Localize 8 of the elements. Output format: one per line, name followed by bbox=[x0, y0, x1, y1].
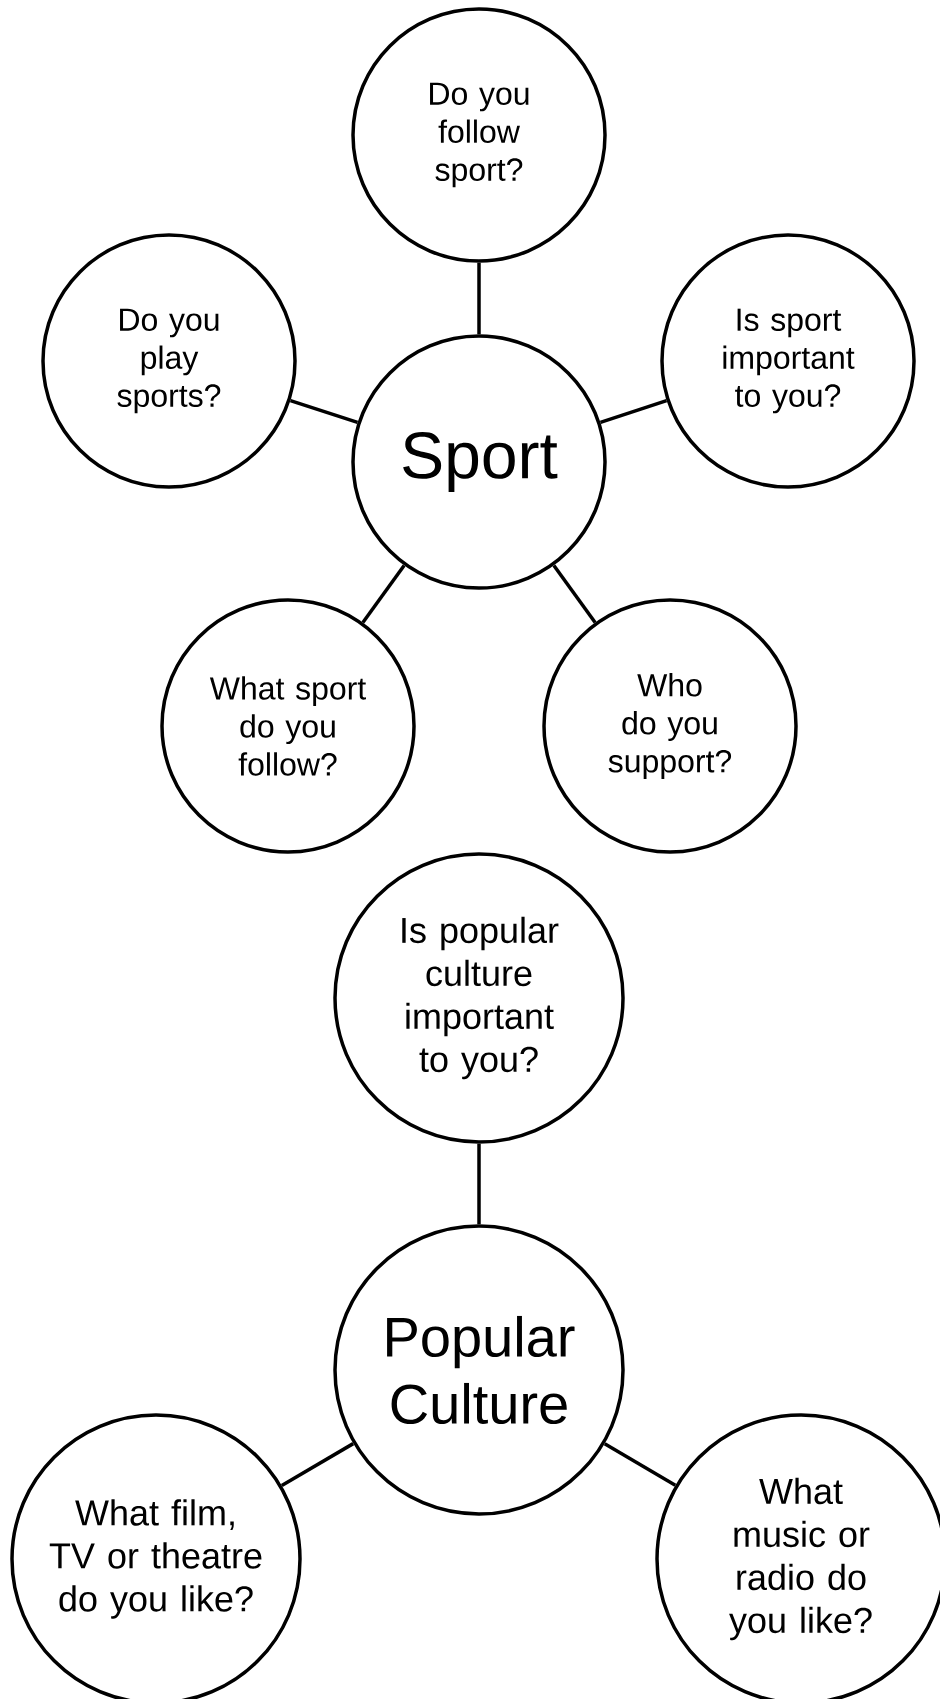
connector-line bbox=[477, 1143, 481, 1225]
connector-line bbox=[477, 262, 481, 335]
connector-line bbox=[289, 398, 359, 425]
connector-line bbox=[599, 399, 668, 424]
connector-line bbox=[552, 564, 597, 624]
connector-line bbox=[603, 1442, 677, 1487]
connector-line bbox=[361, 564, 406, 624]
connector-line bbox=[280, 1442, 355, 1487]
